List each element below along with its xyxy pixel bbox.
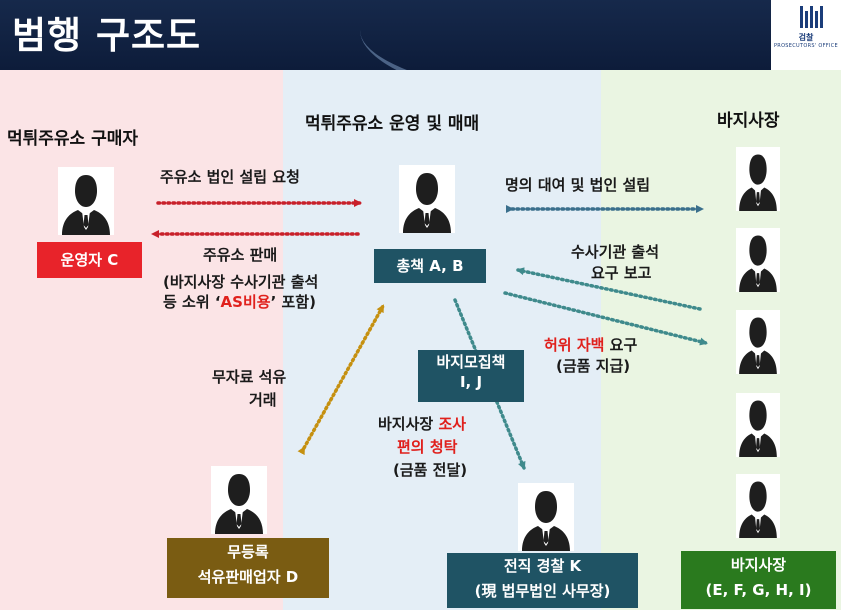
- person-silhouette-icon: [736, 474, 780, 538]
- label-money-pay: (금품 지급): [556, 357, 631, 375]
- person-silhouette-icon: [736, 393, 780, 457]
- header-bar: 범행 구조도: [0, 0, 841, 70]
- label-money-delivery: (금품 전달): [393, 461, 468, 479]
- logo-english-text: PROSECUTORS' OFFICE: [773, 43, 839, 49]
- label-sale-note-1: (바지사장 수사기관 출석: [163, 273, 319, 291]
- prosecutors-logo: 검찰 PROSECUTORS' OFFICE: [771, 0, 841, 70]
- unregistered-box-line-2: 석유판매업자 D: [197, 568, 299, 586]
- person-silhouette-icon: [736, 228, 780, 292]
- unregistered-box-line-1: 무등록: [227, 543, 269, 561]
- figurehead-panel: [601, 70, 841, 610]
- arrow-false-confession: [503, 291, 708, 346]
- label-free-oil-1: 무자료 석유: [212, 368, 287, 386]
- label-summons-1: 수사기관 출석: [571, 243, 660, 261]
- operation-heading: 먹튀주유소 운영 및 매매: [305, 114, 480, 134]
- person-silhouette-icon: [736, 147, 780, 211]
- recruiter-box-line-1: 바지모집책: [436, 353, 506, 371]
- figureheads-box-line-2: (E, F, G, H, I): [705, 581, 812, 599]
- label-favor-request: 편의 청탁: [397, 438, 458, 456]
- person-silhouette-icon: [518, 483, 574, 551]
- person-silhouette-icon: [58, 167, 114, 235]
- unregistered-seller-d-box: 무등록 석유판매업자 D: [167, 538, 329, 598]
- ex-police-box-line-1: 전직 경찰 K: [503, 557, 582, 575]
- page-title: 범행 구조도: [12, 14, 202, 57]
- label-investigation: 바지사장 조사: [378, 415, 467, 433]
- boss-ab-box: 총책 A, B: [374, 249, 486, 283]
- ex-police-box-line-2: (現 법무법인 사무장): [474, 582, 611, 600]
- arrow-oil-trade-bidirectional: [297, 304, 385, 456]
- label-false-confession: 허위 자백 요구: [544, 336, 638, 354]
- label-name-loan: 명의 대여 및 법인 설립: [505, 176, 651, 194]
- label-sale-note-2: 등 소위 ‘AS비용’ 포함): [163, 293, 316, 311]
- logo-bars-icon: [800, 6, 827, 28]
- label-summons-2: 요구 보고: [591, 264, 652, 282]
- figureheads-box: 바지사장 (E, F, G, H, I): [681, 551, 836, 609]
- logo-korean-text: 검찰: [798, 33, 814, 42]
- figureheads-box-line-1: 바지사장: [730, 556, 787, 574]
- recruiter-box-line-2: I, J: [459, 373, 483, 391]
- person-silhouette-icon: [211, 466, 267, 534]
- label-station-request: 주유소 법인 설립 요청: [160, 168, 300, 186]
- label-station-sale: 주유소 판매: [203, 246, 278, 264]
- arrow-summons-report: [516, 267, 702, 311]
- figurehead-heading: 바지사장: [717, 111, 780, 131]
- person-silhouette-icon: [736, 310, 780, 374]
- recruiter-ij-box: 바지모집책 I, J: [418, 350, 524, 402]
- person-silhouette-icon: [399, 165, 455, 233]
- ex-police-k-box: 전직 경찰 K (現 법무법인 사무장): [447, 553, 638, 608]
- buyer-heading: 먹튀주유소 구매자: [7, 129, 139, 149]
- label-free-oil-2: 거래: [249, 391, 277, 409]
- operator-c-box: 운영자 C: [37, 242, 142, 278]
